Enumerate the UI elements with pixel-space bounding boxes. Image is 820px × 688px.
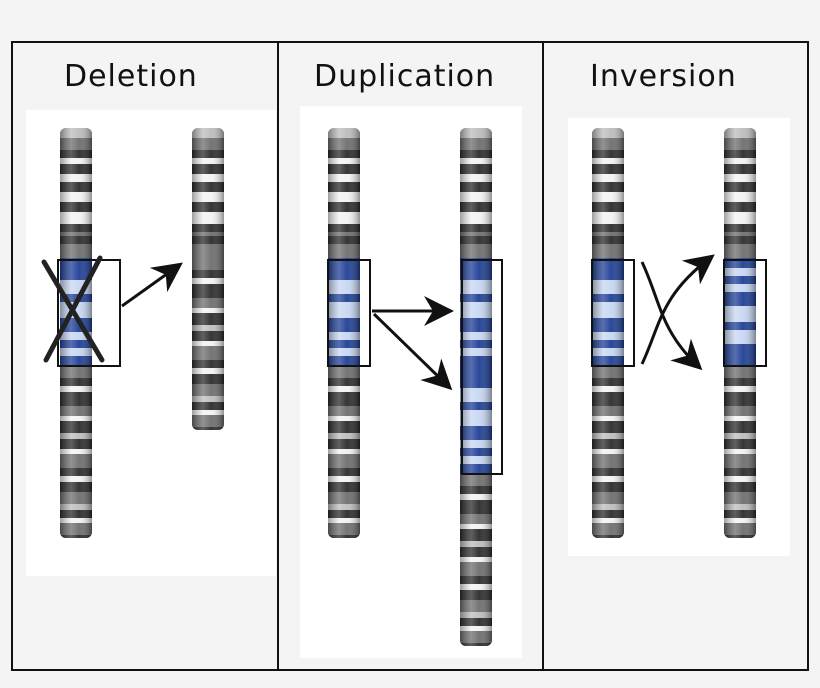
crossed-arrows-icon [640, 254, 715, 371]
inversion-title: Inversion [590, 59, 737, 94]
duplication-target-bracket [461, 259, 503, 475]
deletion-annotations [41, 255, 183, 367]
deletion-result-chromosome [192, 128, 224, 430]
duplication-result-chromosome [460, 128, 492, 646]
inversion-result-chromosome [724, 128, 756, 538]
deletion-arrow [121, 262, 183, 308]
duplication-title: Duplication [314, 59, 495, 94]
inversion-panel [542, 41, 809, 671]
duplication-original-chromosome [328, 128, 360, 538]
deletion-original-chromosome [60, 128, 92, 538]
deletion-title: Deletion [64, 59, 198, 94]
inversion-original-chromosome [592, 128, 624, 538]
inversion-annotations [591, 254, 767, 371]
duplication-annotations [327, 259, 503, 475]
inversion-source-bracket [591, 259, 635, 367]
cross-out-icon [41, 255, 105, 363]
two-arrows-icon [372, 296, 454, 391]
duplication-source-bracket [327, 259, 371, 367]
chromosomes [60, 128, 756, 646]
deletion-bracket [57, 259, 121, 367]
inversion-target-bracket [723, 259, 767, 367]
